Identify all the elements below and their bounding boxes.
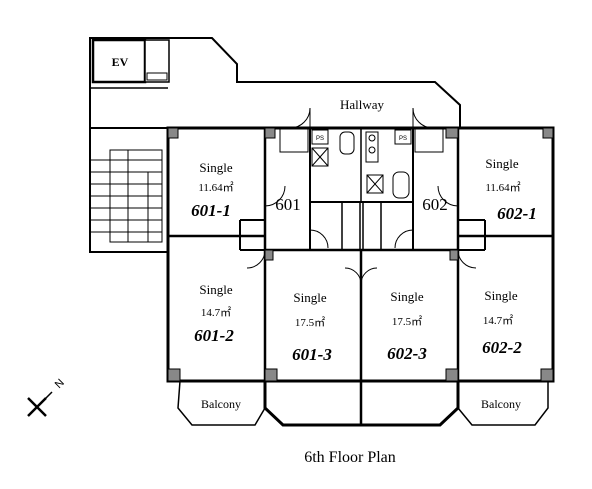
room-id: 602-2	[482, 338, 522, 357]
room-602-3: Single 17.5㎡ 602-3	[387, 289, 427, 363]
room-type: Single	[199, 160, 232, 175]
unit-601-label: 601	[275, 195, 301, 214]
columns	[167, 127, 554, 382]
room-id: 602-1	[497, 204, 537, 223]
elevator-label: EV	[112, 55, 129, 69]
compass-north-label: N	[53, 377, 67, 391]
room-area: 14.7㎡	[201, 306, 231, 319]
balcony-label-left: Balcony	[201, 397, 241, 411]
balconies	[177, 380, 549, 426]
room-601-3: Single 17.5㎡ 601-3	[292, 290, 332, 364]
room-area: 11.64㎡	[485, 181, 520, 194]
room-602-1: Single 11.64㎡ 602-1	[485, 156, 537, 223]
staircase	[90, 149, 163, 243]
room-area: 17.5㎡	[392, 315, 422, 328]
room-id: 601-3	[292, 345, 332, 364]
room-type: Single	[485, 156, 518, 171]
hallway-label: Hallway	[340, 97, 385, 112]
room-area: 11.64㎡	[198, 181, 233, 194]
room-type: Single	[199, 282, 232, 297]
balcony-label-right: Balcony	[481, 397, 521, 411]
ps-label-right: PS	[399, 136, 407, 142]
compass: N	[27, 377, 67, 417]
door-swings	[246, 107, 477, 285]
room-area: 17.5㎡	[295, 316, 325, 329]
room-type: Single	[390, 289, 423, 304]
plan-caption: 6th Floor Plan	[304, 449, 396, 466]
room-602-2: Single 14.7㎡ 602-2	[482, 288, 522, 357]
room-type: Single	[484, 288, 517, 303]
room-601-1: Single 11.64㎡ 601-1	[191, 160, 234, 220]
room-id: 602-3	[387, 344, 427, 363]
room-id: 601-2	[194, 326, 234, 345]
compass-arrow-icon	[27, 391, 53, 417]
ps-label-left: PS	[316, 136, 324, 142]
room-601-2: Single 14.7㎡ 601-2	[194, 282, 234, 345]
room-type: Single	[293, 290, 326, 305]
room-id: 601-1	[191, 201, 231, 220]
elevator: EV	[91, 38, 170, 84]
unit-602-label: 602	[422, 195, 448, 214]
room-area: 14.7㎡	[483, 314, 513, 327]
